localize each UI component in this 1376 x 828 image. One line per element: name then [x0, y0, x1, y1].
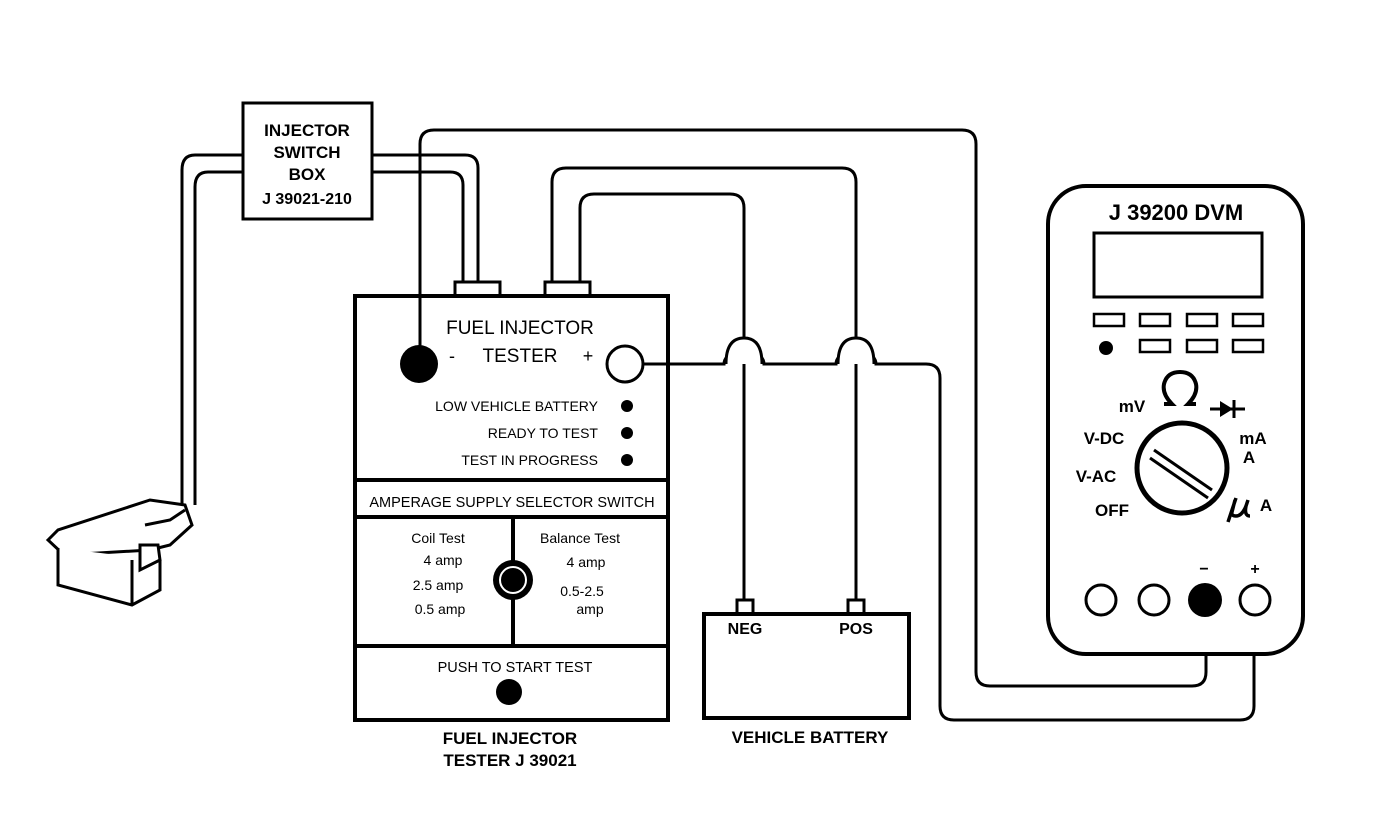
balance-test-unit: amp: [576, 601, 603, 617]
dvm-button-5[interactable]: [1138, 338, 1172, 354]
tester-connector-switch: [453, 280, 502, 298]
crossing-neg: [724, 336, 764, 365]
dvm-button-4[interactable]: [1231, 312, 1265, 328]
dvm-button-row-1: [1092, 312, 1265, 328]
battery-caption: VEHICLE BATTERY: [732, 728, 889, 747]
battery-body: [702, 612, 911, 720]
push-to-start-button[interactable]: [496, 679, 522, 705]
tester-pos-sign: +: [583, 346, 594, 366]
dvm-off-label: OFF: [1095, 501, 1129, 520]
dvm-button-2[interactable]: [1138, 312, 1172, 328]
wires: [180, 128, 1256, 722]
ohm-icon: [1161, 369, 1199, 406]
balance-test-range: 0.5-2.5: [560, 583, 604, 599]
selector-title: AMPERAGE SUPPLY SELECTOR SWITCH: [369, 495, 654, 511]
dvm-mv-label: mV: [1119, 397, 1146, 416]
switch-cable-outer: [180, 153, 243, 505]
dvm-button-7[interactable]: [1231, 338, 1265, 354]
dvm-button-row-2: [1138, 338, 1265, 354]
fuel-injector-tester: FUEL INJECTOR TESTER - + LOW VEHICLE BAT…: [353, 280, 670, 770]
indicator-in-progress-led: [621, 454, 633, 466]
tester-negative-jack[interactable]: [400, 345, 438, 383]
indicator-ready-label: READY TO TEST: [488, 425, 599, 441]
coil-test-0-5amp: 0.5 amp: [415, 601, 466, 617]
tester-neg-sign: -: [449, 346, 455, 366]
switch-box-line3: BOX: [289, 165, 327, 184]
tester-title-line1: FUEL INJECTOR: [446, 318, 594, 339]
dvm-ua-label: A: [1260, 496, 1272, 515]
tester-connector-battery: [543, 280, 592, 298]
dvm-power-indicator: [1099, 341, 1113, 355]
push-to-start-label: PUSH TO START TEST: [438, 660, 593, 676]
coil-test-2-5amp: 2.5 amp: [413, 577, 464, 593]
dvm-vac-label: V-AC: [1076, 467, 1117, 486]
dvm-ma-label: mA: [1239, 429, 1266, 448]
dvm-positive-jack[interactable]: [1238, 583, 1272, 617]
injector-connector: [45, 498, 194, 607]
dvm-jack-2[interactable]: [1137, 583, 1171, 617]
crossing-pos: [836, 336, 876, 365]
dvm-button-1[interactable]: [1092, 312, 1126, 328]
indicator-in-progress-label: TEST IN PROGRESS: [461, 452, 598, 468]
tester-to-battery-neg: [578, 192, 746, 600]
dvm-display: [1092, 231, 1264, 299]
amperage-selector-knob[interactable]: [493, 560, 533, 600]
tester-body: [353, 294, 670, 722]
dvm-plus-label: +: [1250, 561, 1259, 578]
injector-switch-box: INJECTOR SWITCH BOX J 39021-210: [241, 101, 374, 221]
coil-test-heading: Coil Test: [411, 530, 465, 546]
tester-title-line2: TESTER: [483, 346, 558, 367]
tester-to-battery-pos: [550, 166, 858, 600]
tester-positive-jack[interactable]: [605, 344, 645, 384]
dvm-jack-1[interactable]: [1084, 583, 1118, 617]
switch-to-tester-inner: [372, 170, 465, 282]
neg-lead: [418, 128, 1208, 688]
digital-voltmeter: J 39200 DVM mV V-DC V-AC OFF mA A: [1046, 184, 1305, 656]
diode-icon: [1210, 400, 1245, 418]
vehicle-battery: NEG POS VEHICLE BATTERY: [702, 598, 911, 747]
battery-neg-label: NEG: [728, 621, 763, 638]
switch-box-part-number: J 39021-210: [262, 191, 352, 208]
switch-cable-inner: [193, 170, 243, 505]
indicator-ready-led: [621, 427, 633, 439]
battery-neg-terminal: [735, 598, 755, 616]
switch-box-line1: INJECTOR: [264, 121, 350, 140]
dvm-minus-label: −: [1199, 561, 1208, 578]
dvm-a-label: A: [1243, 448, 1255, 467]
battery-pos-label: POS: [839, 621, 873, 638]
tester-caption-line1: FUEL INJECTOR: [443, 729, 577, 748]
indicator-low-battery-label: LOW VEHICLE BATTERY: [435, 398, 599, 414]
dvm-negative-jack[interactable]: [1188, 583, 1222, 617]
balance-test-heading: Balance Test: [540, 530, 620, 546]
dvm-vdc-label: V-DC: [1084, 429, 1125, 448]
dvm-title: J 39200 DVM: [1109, 200, 1244, 225]
dvm-button-6[interactable]: [1185, 338, 1219, 354]
tester-caption-line2: TESTER J 39021: [443, 751, 576, 770]
wire-crossings: [724, 336, 876, 365]
switch-to-tester-outer: [372, 153, 480, 282]
coil-test-4amp: 4 amp: [424, 552, 463, 568]
battery-pos-terminal: [846, 598, 866, 616]
dvm-body: [1046, 184, 1305, 656]
dvm-button-3[interactable]: [1185, 312, 1219, 328]
balance-test-4amp: 4 amp: [567, 554, 606, 570]
micro-symbol: [1226, 497, 1251, 523]
indicator-low-battery-led: [621, 400, 633, 412]
switch-box-line2: SWITCH: [273, 143, 340, 162]
dvm-rotary-selector[interactable]: [1134, 420, 1230, 516]
